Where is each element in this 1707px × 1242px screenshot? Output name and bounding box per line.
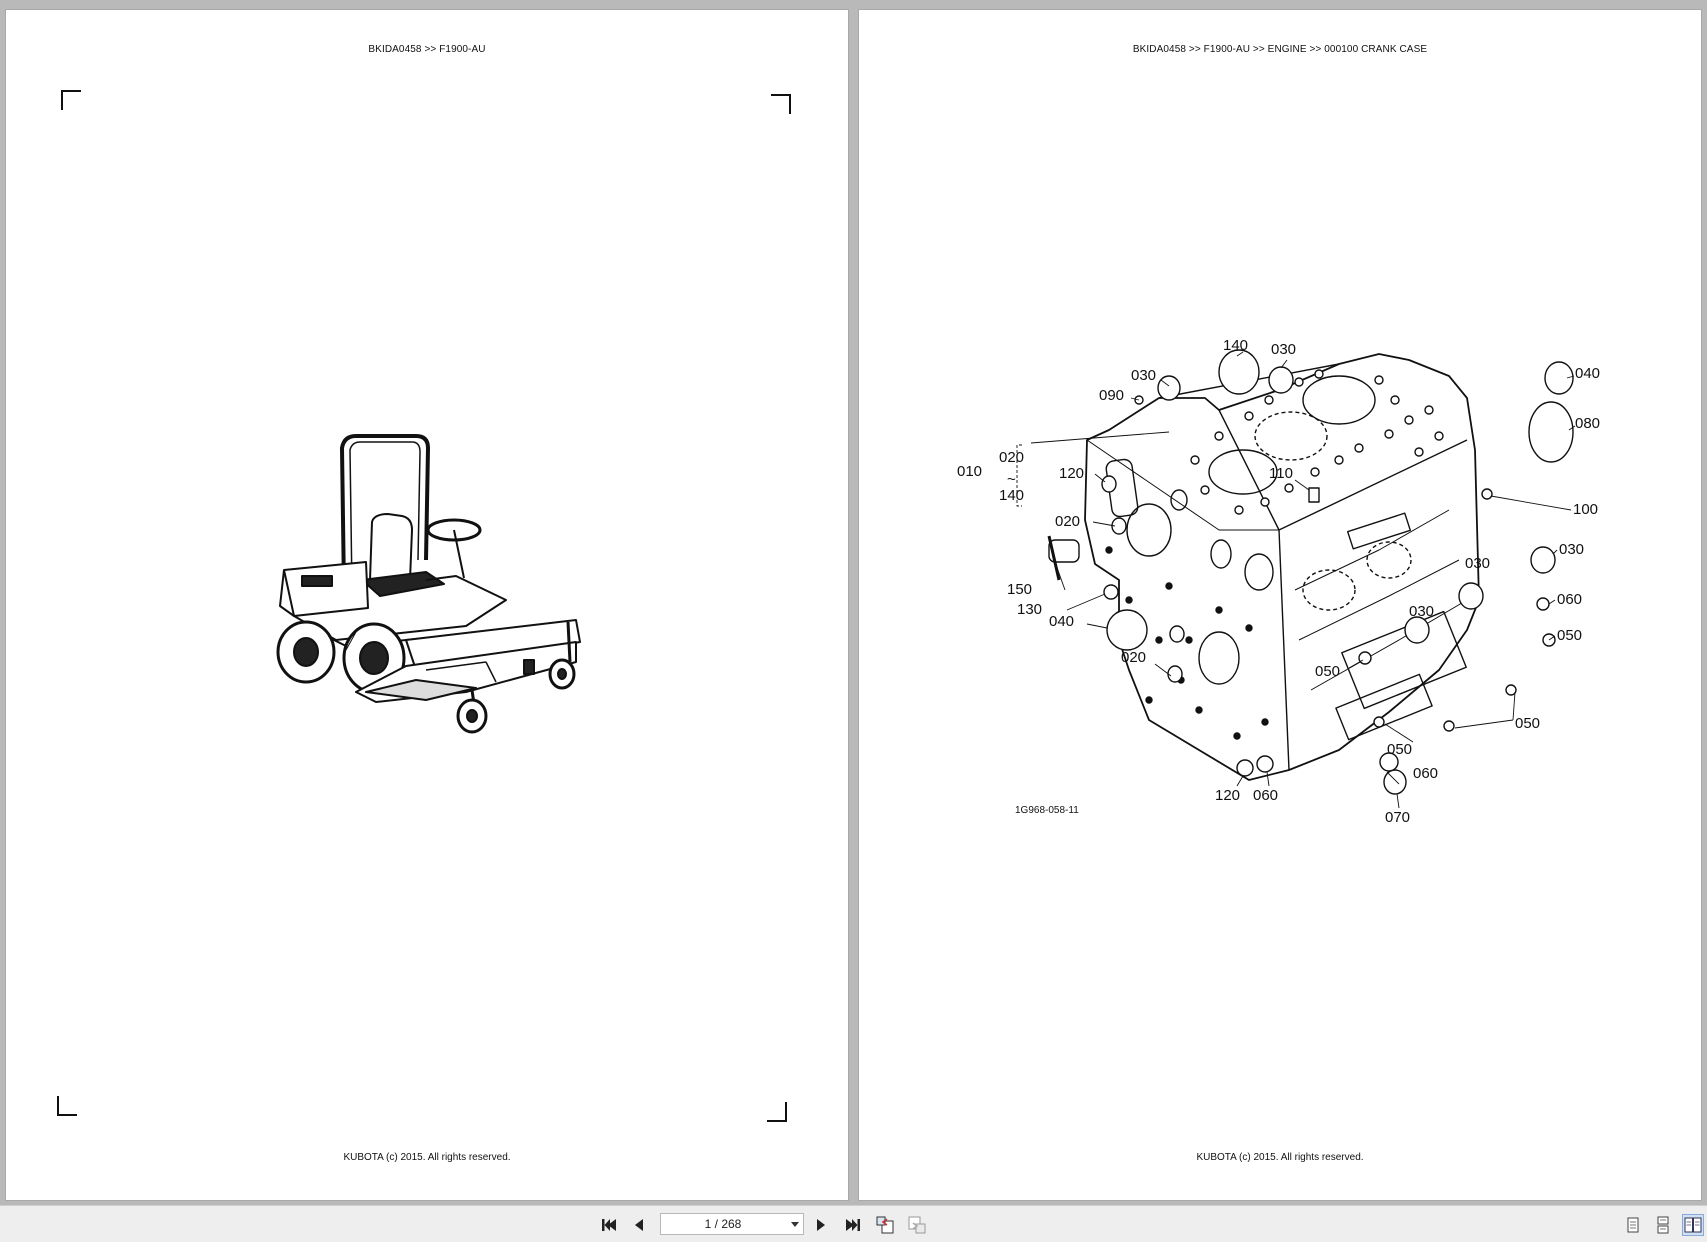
callout-label: 140 bbox=[1223, 340, 1248, 354]
callout-label: 050 bbox=[1315, 663, 1340, 680]
crank-case-exploded-diagram: 140 030 030 090 040 080 010 020 ~ 140 12… bbox=[957, 340, 1600, 826]
callout-label: 030 bbox=[1559, 541, 1584, 558]
callout-label: 150 bbox=[1007, 581, 1032, 598]
forward-view-icon bbox=[908, 1216, 926, 1234]
part-callouts: 140 030 030 090 040 080 010 020 ~ 140 12… bbox=[957, 340, 1600, 826]
first-page-icon bbox=[602, 1219, 616, 1231]
callout-label: 020 bbox=[1121, 649, 1146, 666]
figure-code: 1G968-058-11 bbox=[1015, 805, 1079, 816]
callout-label: 010 bbox=[957, 463, 982, 480]
last-page-icon bbox=[846, 1219, 860, 1231]
last-page-button[interactable] bbox=[842, 1214, 864, 1236]
callout-label: 040 bbox=[1575, 365, 1600, 382]
crop-mark bbox=[61, 90, 81, 110]
callout-label: 030 bbox=[1271, 341, 1296, 358]
riding-mower-illustration bbox=[276, 434, 581, 734]
leader-lines bbox=[1016, 351, 1576, 809]
forward-view-button[interactable] bbox=[906, 1214, 928, 1236]
callout-label: 120 bbox=[1215, 787, 1240, 804]
callout-label: 140 bbox=[999, 487, 1024, 504]
callout-label: 040 bbox=[1049, 613, 1074, 630]
next-page-button[interactable] bbox=[810, 1214, 832, 1236]
single-page-view-button[interactable] bbox=[1622, 1214, 1644, 1236]
crank-case-block bbox=[1084, 353, 1480, 781]
facing-pages-view-icon bbox=[1684, 1217, 1702, 1233]
crop-mark bbox=[57, 1096, 77, 1116]
callout-label: 100 bbox=[1573, 501, 1598, 518]
continuous-view-icon bbox=[1657, 1216, 1669, 1234]
facing-pages-view-button[interactable] bbox=[1682, 1214, 1704, 1236]
callout-label: 020 bbox=[1055, 513, 1080, 530]
callout-label: 060 bbox=[1557, 591, 1582, 608]
page-footer: KUBOTA (c) 2015. All rights reserved. bbox=[343, 1152, 511, 1163]
next-page-icon bbox=[817, 1219, 825, 1231]
single-page-view-icon bbox=[1627, 1217, 1639, 1233]
page-indicator: 1 / 268 bbox=[704, 1217, 742, 1231]
callout-label: 030 bbox=[1409, 603, 1434, 620]
crop-mark bbox=[771, 94, 791, 114]
chevron-down-icon bbox=[791, 1222, 799, 1227]
tilde-range: ~ bbox=[1007, 471, 1016, 488]
page-header: BKIDA0458 >> F1900-AU bbox=[368, 44, 486, 55]
previous-page-icon bbox=[635, 1219, 643, 1231]
page-footer: KUBOTA (c) 2015. All rights reserved. bbox=[1196, 1152, 1364, 1163]
callout-label: 110 bbox=[1269, 465, 1293, 482]
callout-label: 050 bbox=[1387, 741, 1412, 758]
continuous-view-button[interactable] bbox=[1652, 1214, 1674, 1236]
back-view-icon bbox=[876, 1216, 894, 1234]
callout-label: 030 bbox=[1131, 367, 1156, 384]
callout-label: 030 bbox=[1465, 555, 1490, 572]
callout-label: 090 bbox=[1099, 387, 1124, 404]
first-page-button[interactable] bbox=[598, 1214, 620, 1236]
crop-mark bbox=[767, 1102, 787, 1122]
callout-label: 060 bbox=[1253, 787, 1278, 804]
page-header: BKIDA0458 >> F1900-AU >> ENGINE >> 00010… bbox=[1132, 44, 1428, 55]
callout-label: 130 bbox=[1017, 601, 1042, 618]
callout-label: 050 bbox=[1515, 715, 1540, 732]
callout-label: 020 bbox=[999, 449, 1024, 466]
previous-page-button[interactable] bbox=[628, 1214, 650, 1236]
callout-label: 120 bbox=[1059, 465, 1084, 482]
callout-label: 070 bbox=[1385, 809, 1410, 826]
viewer-toolbar: 1 / 268 bbox=[0, 1205, 1707, 1242]
right-page: BKIDA0458 >> F1900-AU >> ENGINE >> 00010… bbox=[859, 10, 1701, 1200]
callout-label: 060 bbox=[1413, 765, 1438, 782]
loose-parts bbox=[1047, 349, 1574, 795]
callout-label: 080 bbox=[1575, 415, 1600, 432]
left-page: BKIDA0458 >> F1900-AU bbox=[6, 10, 848, 1200]
back-view-button[interactable] bbox=[874, 1214, 896, 1236]
callout-label: 050 bbox=[1557, 627, 1582, 644]
page-number-select[interactable]: 1 / 268 bbox=[660, 1213, 804, 1235]
